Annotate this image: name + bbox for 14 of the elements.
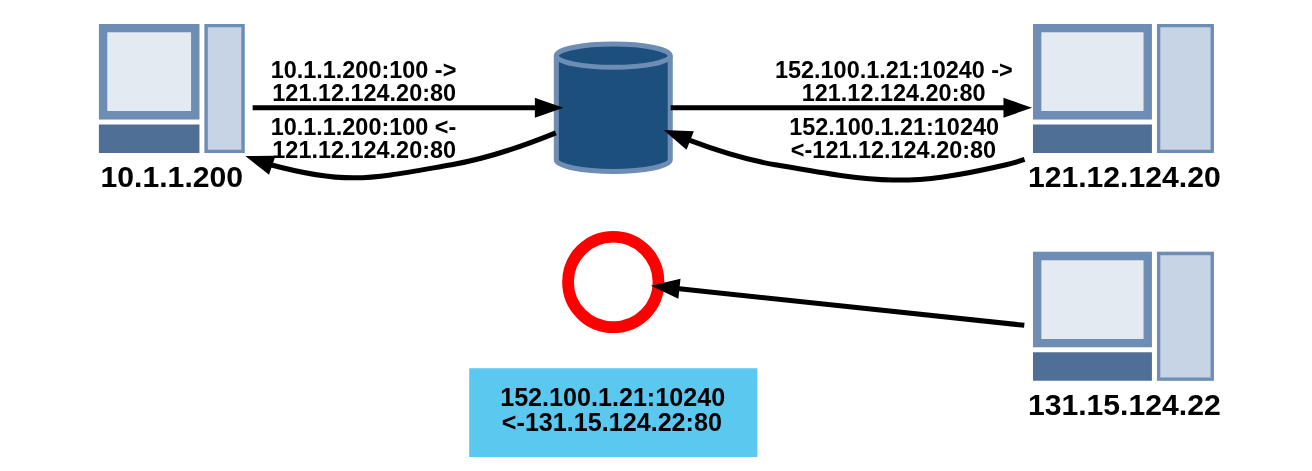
node-label: 121.12.124.20 <box>1027 160 1221 194</box>
node-box: 152.100.1.21:10240 <-131.15.124.22:80 <box>469 368 758 458</box>
node-label: 10.1.1.200 <box>100 160 244 194</box>
arrow <box>252 97 564 118</box>
edge-label: 152.100.1.21:10240 <-121.12.124.20:80 <box>789 113 1000 164</box>
arrow <box>245 130 557 181</box>
edge-label: 152.100.1.21:10240 -> 121.12.124.20:80 <box>774 56 1013 107</box>
edge-label: 10.1.1.200:100 <- 121.12.124.20:80 <box>270 113 457 164</box>
arrow <box>651 278 1025 328</box>
edge-label: 10.1.1.200:100 -> 121.12.124.20:80 <box>270 56 457 107</box>
node-circle <box>562 230 665 334</box>
arrow <box>663 130 1026 183</box>
arrow <box>670 97 1033 118</box>
node-label: 131.15.124.22 <box>1027 388 1221 422</box>
